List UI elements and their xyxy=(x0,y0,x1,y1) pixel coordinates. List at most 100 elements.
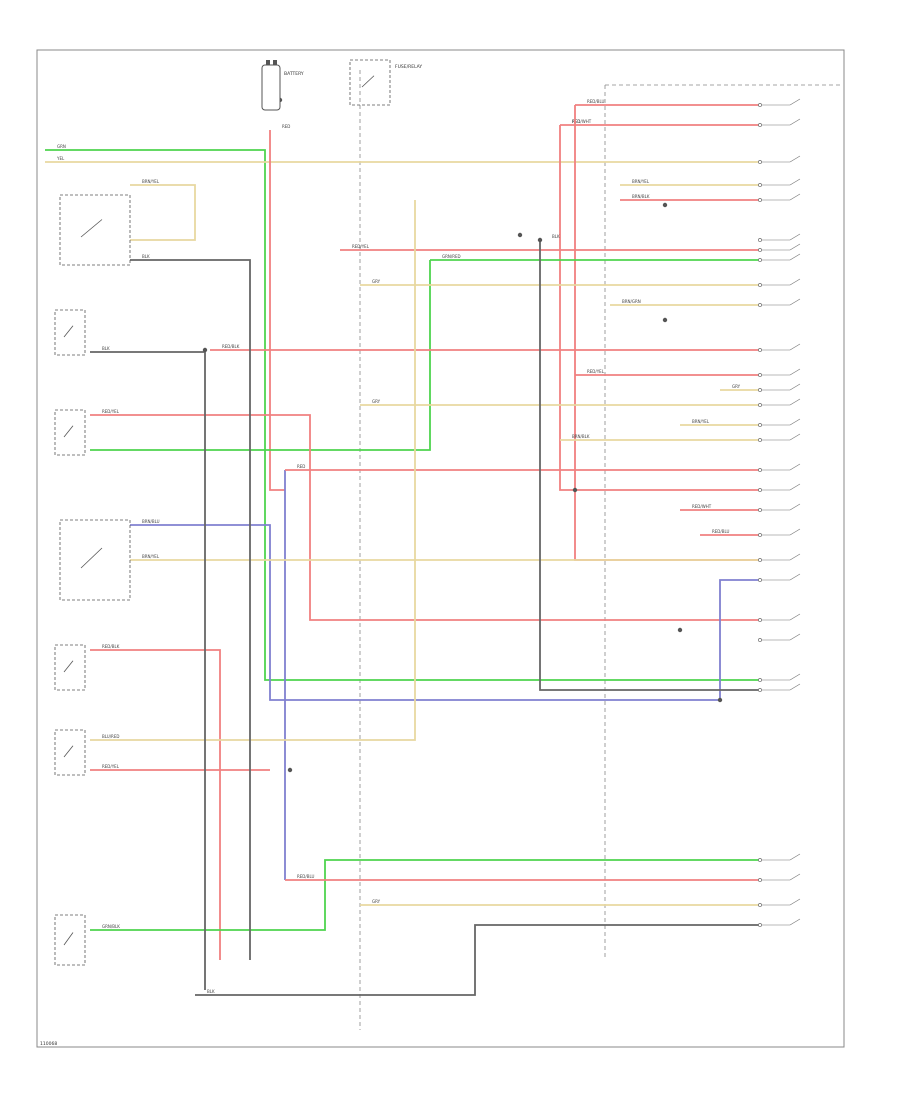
wire-w-yel-2 xyxy=(130,184,196,241)
switch-contact-icon xyxy=(63,660,74,673)
component-left-sensor-1 xyxy=(54,309,86,356)
switch-contact-icon xyxy=(789,155,801,163)
splice-icon xyxy=(202,347,208,353)
connector-pin-icon xyxy=(758,403,762,407)
component-fuse-box-top xyxy=(349,59,391,106)
splice-icon xyxy=(517,232,523,238)
connector-pin-icon xyxy=(758,248,762,252)
switch-contact-icon xyxy=(789,178,801,186)
wire-label: BLU/RED xyxy=(102,734,119,739)
switch-contact-icon xyxy=(789,613,801,621)
switch-contact-icon xyxy=(361,75,375,88)
wire-label: BRN/YEL xyxy=(632,179,650,184)
wire-label: BLK xyxy=(207,989,215,994)
component-left-sensor-2 xyxy=(54,409,86,456)
wire-label: RED/BLK xyxy=(222,344,240,349)
power-source-label: FUSE/RELAY xyxy=(395,64,422,70)
wire-label: BRN/YEL xyxy=(692,419,710,424)
wire-label: RED/YEL xyxy=(352,244,370,249)
wire-label: GRN/RED xyxy=(442,254,461,259)
wire-label: YEL xyxy=(56,156,65,161)
wire-w-grn-v xyxy=(90,260,431,451)
wire-w-blk-mid xyxy=(90,351,206,990)
wire-label: GRN/BLK xyxy=(102,924,120,929)
connector-pin-icon xyxy=(758,468,762,472)
splice-icon xyxy=(572,487,578,493)
wire-label: BRN/BLK xyxy=(572,434,590,439)
connector-pin-icon xyxy=(758,160,762,164)
wire-w-blk-260 xyxy=(130,259,251,960)
footer-code: 110068 xyxy=(40,1041,57,1047)
connector-pin-icon xyxy=(758,533,762,537)
connector-pin-icon xyxy=(758,423,762,427)
connector-pin-icon xyxy=(758,688,762,692)
splice-icon xyxy=(537,237,543,243)
wire-w-red-right2 xyxy=(559,125,760,491)
switch-contact-icon xyxy=(789,118,801,126)
wire-label: BRN/YEL xyxy=(142,554,160,559)
wire-label: BLK xyxy=(552,234,560,239)
connector-pin-icon xyxy=(758,123,762,127)
switch-contact-icon xyxy=(789,278,801,286)
connector-pin-icon xyxy=(758,238,762,242)
connector-pin-icon xyxy=(758,923,762,927)
wire-label: RED xyxy=(572,119,580,124)
switch-contact-icon xyxy=(789,253,801,261)
splice-icon xyxy=(662,202,668,208)
connector-pin-icon xyxy=(758,903,762,907)
wire-label: RED/BLU xyxy=(587,99,605,104)
connector-pin-icon xyxy=(758,678,762,682)
battery-icon xyxy=(261,60,281,111)
splice-icon xyxy=(717,697,723,703)
switch-contact-icon xyxy=(789,383,801,391)
switch-contact-icon xyxy=(789,463,801,471)
connector-pin-icon xyxy=(758,348,762,352)
connector-pin-icon xyxy=(758,303,762,307)
switch-contact-icon xyxy=(789,553,801,561)
switch-contact-icon xyxy=(789,633,801,641)
splice-icon xyxy=(287,767,293,773)
switch-contact-icon xyxy=(789,898,801,906)
splices-layer xyxy=(202,97,723,773)
wire-w-blk-bottom xyxy=(195,924,760,996)
switch-contact-icon xyxy=(789,243,801,251)
connector-pin-icon xyxy=(758,578,762,582)
switch-contact-icon xyxy=(789,683,801,691)
component-left-switch-1 xyxy=(59,194,131,266)
wire-w-red-v2 xyxy=(574,105,760,561)
wire-w-yel-740 xyxy=(90,200,416,741)
switch-contact-icon xyxy=(789,503,801,511)
wire-w-grn-930 xyxy=(90,859,760,931)
connector-pin-icon xyxy=(758,103,762,107)
switch-contact-icon xyxy=(789,343,801,351)
switch-contact-icon xyxy=(789,918,801,926)
connector-pin-icon xyxy=(758,638,762,642)
wire-label: BLK xyxy=(142,254,150,259)
battery-label: BATTERY xyxy=(284,71,304,77)
wire-label: RED xyxy=(297,464,305,469)
switch-contact-icon xyxy=(63,425,74,438)
connector-pin-icon xyxy=(758,558,762,562)
wire-label: RED xyxy=(282,124,290,129)
wire-label: GRY xyxy=(372,899,381,904)
switch-contact-icon xyxy=(789,298,801,306)
switch-contact-icon xyxy=(63,325,74,338)
switch-contact-icon xyxy=(789,673,801,681)
connector-pin-icon xyxy=(758,488,762,492)
wire-label: RED/BLK xyxy=(102,644,120,649)
connector-pin-icon xyxy=(758,508,762,512)
wire-w-red-main xyxy=(269,130,285,491)
wire-w-red-650 xyxy=(90,649,221,960)
connector-pin-icon xyxy=(758,858,762,862)
connector-pin-icon xyxy=(758,388,762,392)
switch-contact-icon xyxy=(789,193,801,201)
connector-pin-icon xyxy=(758,283,762,287)
wire-w-red-415 xyxy=(90,414,760,621)
wire-label: RED/WHT xyxy=(572,119,592,124)
wire-label: RED/BLU xyxy=(712,529,730,534)
diagram-frame xyxy=(36,49,845,1048)
splice-icon xyxy=(677,627,683,633)
wires-layer: GRNYELREDRED/WHTREDRED/BLUBRN/YELRED/YEL… xyxy=(45,99,760,996)
wire-label: GRY xyxy=(372,399,381,404)
